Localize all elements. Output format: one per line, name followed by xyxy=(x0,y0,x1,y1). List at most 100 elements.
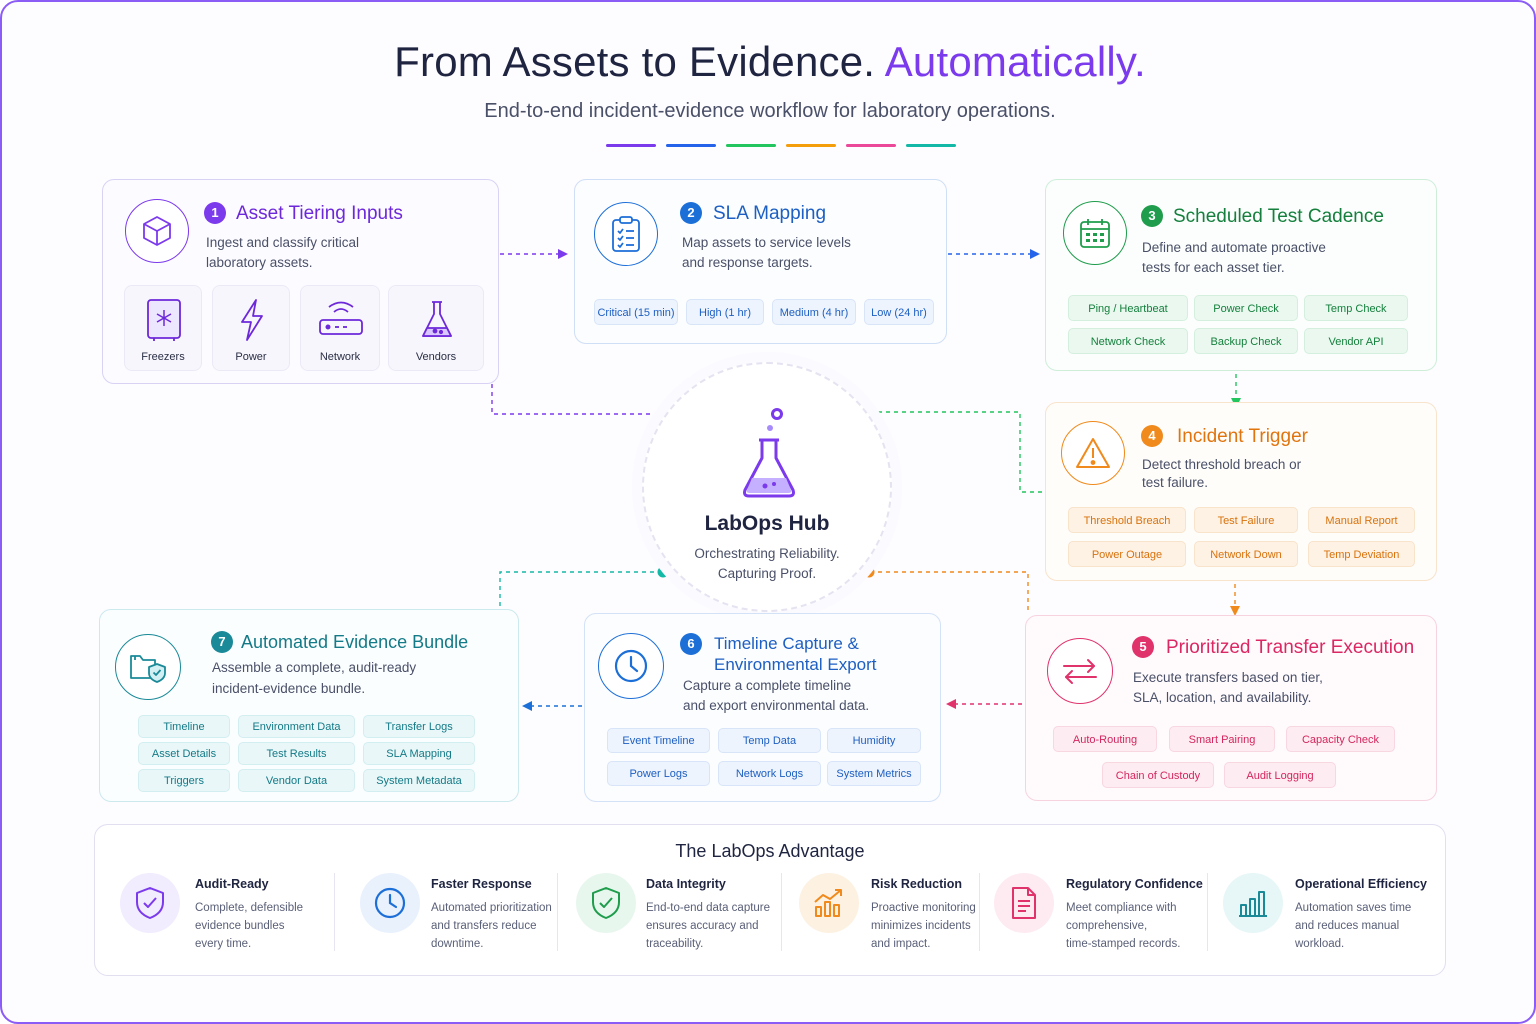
title-accent: Automatically. xyxy=(884,38,1146,85)
desc-line: and reduces manual xyxy=(1295,920,1400,932)
labops-hub[interactable]: LabOps Hub Orchestrating Reliability. Ca… xyxy=(642,362,892,612)
freezer-icon xyxy=(147,299,181,341)
title-line: Timeline Capture & xyxy=(714,634,859,653)
chart-trend-icon xyxy=(799,873,859,933)
test-chip[interactable]: Ping / Heartbeat xyxy=(1068,295,1188,321)
bundle-chip[interactable]: Vendor Data xyxy=(238,769,355,792)
test-chip[interactable]: Network Check xyxy=(1068,328,1188,354)
desc-line: Map assets to service levels xyxy=(682,235,851,250)
page-subtitle: End-to-end incident-evidence workflow fo… xyxy=(484,100,1056,122)
bolt-icon xyxy=(241,299,263,341)
title-line: Environmental Export xyxy=(714,655,877,674)
sla-chip-critical[interactable]: Critical (15 min) xyxy=(594,299,678,325)
arrowhead xyxy=(522,701,532,711)
desc-line: and export environmental data. xyxy=(683,698,870,713)
connector-hub-7 xyxy=(499,571,662,608)
timeline-chip[interactable]: Network Logs xyxy=(718,761,821,786)
trigger-chip[interactable]: Test Failure xyxy=(1194,507,1298,533)
sla-chip-low[interactable]: Low (24 hr) xyxy=(864,299,934,325)
desc-line: tests for each asset tier. xyxy=(1142,260,1285,275)
step-number: 6 xyxy=(680,633,702,655)
card-asset-tiering[interactable]: 1 Asset Tiering Inputs Ingest and classi… xyxy=(102,179,499,384)
advantage-desc: Meet compliance with comprehensive, time… xyxy=(1066,899,1180,953)
desc-line: End-to-end data capture xyxy=(646,902,771,914)
tile-label: Network xyxy=(319,351,361,363)
transfer-chip[interactable]: Audit Logging xyxy=(1224,762,1336,788)
desc-line: Ingest and classify critical xyxy=(206,235,360,250)
color-swatches xyxy=(606,144,956,147)
tile-label: Vendors xyxy=(415,351,457,363)
trigger-chip[interactable]: Manual Report xyxy=(1308,507,1415,533)
step-number: 3 xyxy=(1141,205,1163,227)
bundle-chip[interactable]: Test Results xyxy=(238,742,355,765)
card-transfer-execution[interactable]: 5 Prioritized Transfer Execution Execute… xyxy=(1025,615,1437,801)
test-chip[interactable]: Backup Check xyxy=(1194,328,1298,354)
advantage-title: Operational Efficiency xyxy=(1295,877,1427,891)
arrowhead xyxy=(1030,249,1040,259)
bundle-chip[interactable]: Asset Details xyxy=(138,742,230,765)
transfer-chip[interactable]: Smart Pairing xyxy=(1169,726,1275,752)
desc-line: evidence bundles xyxy=(195,920,285,932)
divider xyxy=(979,873,980,951)
bundle-chip[interactable]: Environment Data xyxy=(238,715,355,738)
card-evidence-bundle[interactable]: 7 Automated Evidence Bundle Assemble a c… xyxy=(99,609,519,802)
connector-1-hub xyxy=(491,384,664,415)
bundle-chip[interactable]: System Metadata xyxy=(363,769,475,792)
tile-network[interactable]: Network xyxy=(300,285,380,371)
advantage-desc: End-to-end data capture ensures accuracy… xyxy=(646,899,770,953)
divider xyxy=(557,873,558,951)
divider xyxy=(1207,873,1208,951)
transfer-chip[interactable]: Capacity Check xyxy=(1286,726,1395,752)
card-timeline-capture[interactable]: 6 Timeline Capture & Environmental Expor… xyxy=(584,613,941,802)
timeline-chip[interactable]: Event Timeline xyxy=(607,728,710,753)
card-incident-trigger[interactable]: 4 Incident Trigger Detect threshold brea… xyxy=(1045,402,1437,581)
bundle-chip[interactable]: Transfer Logs xyxy=(363,715,475,738)
sla-chip-high[interactable]: High (1 hr) xyxy=(686,299,764,325)
timeline-chip[interactable]: System Metrics xyxy=(827,761,921,786)
trigger-chip[interactable]: Network Down xyxy=(1194,541,1298,567)
trigger-chip[interactable]: Power Outage xyxy=(1068,541,1186,567)
tile-freezers[interactable]: Freezers xyxy=(124,285,202,371)
advantage-operational-efficiency: Operational Efficiency Automation saves … xyxy=(1223,869,1433,959)
bar-chart-icon xyxy=(1223,873,1283,933)
advantage-risk-reduction: Risk Reduction Proactive monitoring mini… xyxy=(799,869,979,959)
transfer-chip[interactable]: Chain of Custody xyxy=(1102,762,1214,788)
desc-line: test failure. xyxy=(1142,475,1209,490)
clipboard-icon xyxy=(594,202,658,266)
advantage-panel: The LabOps Advantage Audit-Ready Complet… xyxy=(94,824,1446,976)
calendar-icon xyxy=(1063,201,1127,265)
step-number: 4 xyxy=(1141,425,1163,447)
step-title: Scheduled Test Cadence xyxy=(1173,206,1384,227)
desc-line: incident-evidence bundle. xyxy=(212,681,366,696)
advantage-desc: Automation saves time and reduces manual… xyxy=(1295,899,1411,953)
flask-icon xyxy=(422,301,452,337)
timeline-chip[interactable]: Temp Data xyxy=(718,728,821,753)
card-test-cadence[interactable]: 3 Scheduled Test Cadence Define and auto… xyxy=(1045,179,1437,371)
advantage-desc: Complete, defensible evidence bundles ev… xyxy=(195,899,303,953)
step-description: Execute transfers based on tier, SLA, lo… xyxy=(1133,668,1323,708)
swatch xyxy=(786,144,836,147)
desc-line: Execute transfers based on tier, xyxy=(1133,670,1323,685)
tile-vendors[interactable]: Vendors xyxy=(388,285,484,371)
sla-chip-medium[interactable]: Medium (4 hr) xyxy=(772,299,856,325)
desc-line: traceability. xyxy=(646,938,704,950)
desc-line: workload. xyxy=(1295,938,1345,950)
test-chip[interactable]: Temp Check xyxy=(1304,295,1408,321)
step-title: SLA Mapping xyxy=(713,203,827,224)
tile-power[interactable]: Power xyxy=(212,285,290,371)
card-sla-mapping[interactable]: 2 SLA Mapping Map assets to service leve… xyxy=(574,179,947,344)
bundle-chip[interactable]: Timeline xyxy=(138,715,230,738)
step-description: Detect threshold breach or test failure. xyxy=(1142,456,1301,492)
page-title: From Assets to Evidence. Automatically. xyxy=(2,38,1534,86)
shield-check-icon xyxy=(120,873,180,933)
step-number: 2 xyxy=(680,202,702,224)
timeline-chip[interactable]: Power Logs xyxy=(607,761,710,786)
test-chip[interactable]: Power Check xyxy=(1194,295,1298,321)
bundle-chip[interactable]: Triggers xyxy=(138,769,230,792)
transfer-chip[interactable]: Auto-Routing xyxy=(1053,726,1157,752)
test-chip[interactable]: Vendor API xyxy=(1304,328,1408,354)
timeline-chip[interactable]: Humidity xyxy=(827,728,921,753)
bundle-chip[interactable]: SLA Mapping xyxy=(363,742,475,765)
trigger-chip[interactable]: Temp Deviation xyxy=(1308,541,1415,567)
trigger-chip[interactable]: Threshold Breach xyxy=(1068,507,1186,533)
